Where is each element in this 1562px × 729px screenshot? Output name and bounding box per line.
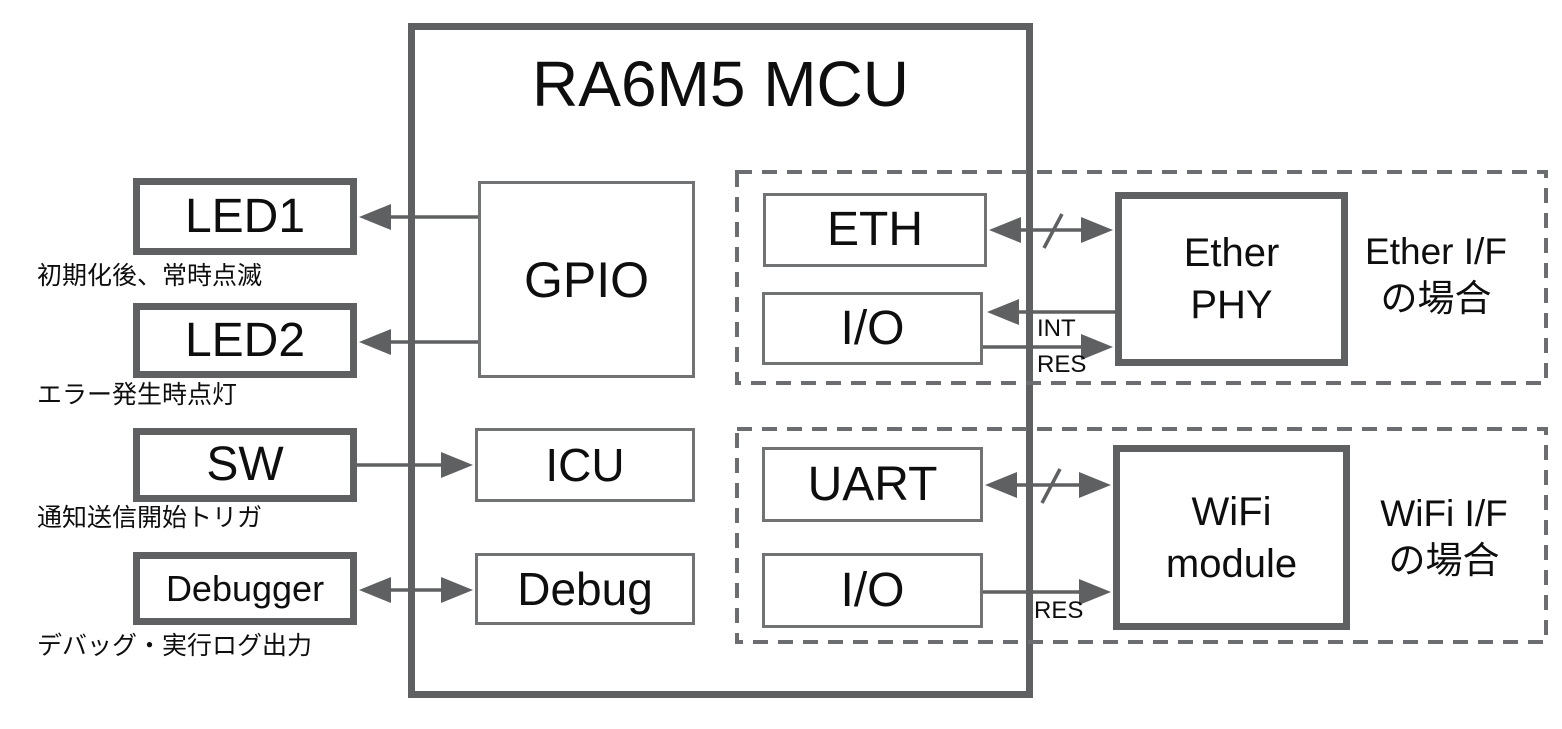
led1-label: LED1 xyxy=(184,189,306,243)
ether-io-label: I/O xyxy=(840,301,905,355)
uart-label: UART xyxy=(807,457,938,511)
sw-caption: 通知送信開始トリガ xyxy=(37,504,263,532)
ether-res-signal-label: RES xyxy=(1037,351,1087,378)
icu-label: ICU xyxy=(545,439,625,491)
arrowhead-left-led2-icon xyxy=(359,329,391,355)
arrowhead-right-wifi-icon xyxy=(1079,472,1111,498)
ether-if-caption: Ether I/F の場合 xyxy=(1336,228,1536,323)
wifi-io-box: I/O xyxy=(762,553,983,628)
arrowhead-right-phy-icon xyxy=(1081,217,1113,243)
eth-label: ETH xyxy=(827,203,923,256)
gpio-box: GPIO xyxy=(478,181,695,378)
wifi-module-label-line1: WiFi xyxy=(1191,489,1272,534)
ether-if-caption-line1: Ether I/F xyxy=(1365,231,1507,272)
gpio-label: GPIO xyxy=(523,251,650,308)
wifi-module-label-line2: module xyxy=(1165,541,1298,586)
icu-box: ICU xyxy=(475,428,695,502)
debug-box: Debug xyxy=(475,553,695,625)
ether-phy-label-line2: PHY xyxy=(1190,283,1273,327)
eth-bus-slash-icon xyxy=(1042,213,1064,249)
ether-io-box: I/O xyxy=(762,292,983,365)
led2-caption: エラー発生時点灯 xyxy=(37,381,238,409)
arrowhead-left-debugger-icon xyxy=(359,577,391,603)
debugger-box: Debugger xyxy=(133,552,357,625)
uart-box: UART xyxy=(762,447,983,522)
wifi-if-caption-line2: の場合 xyxy=(1388,540,1500,582)
led1-box: LED1 xyxy=(133,178,357,255)
wifi-res-signal-label: RES xyxy=(1034,597,1084,624)
debugger-label: Debugger xyxy=(165,567,325,609)
led1-caption: 初期化後、常時点滅 xyxy=(37,262,263,290)
ether-phy-label-line1: Ether xyxy=(1183,231,1280,275)
ether-if-caption-line2: の場合 xyxy=(1380,278,1492,320)
wifi-io-label: I/O xyxy=(840,563,905,617)
ether-phy-box: Ether PHY xyxy=(1115,192,1348,366)
debug-label: Debug xyxy=(517,563,653,615)
debugger-caption: デバッグ・実行ログ出力 xyxy=(37,632,313,660)
wifi-if-caption-line1: WiFi I/F xyxy=(1380,493,1508,534)
sw-label: SW xyxy=(206,438,284,491)
sw-box: SW xyxy=(133,428,357,502)
arrowhead-left-led1-icon xyxy=(359,204,391,230)
wifi-module-box: WiFi module xyxy=(1113,445,1350,630)
eth-box: ETH xyxy=(763,193,987,267)
uart-bus-slash-icon xyxy=(1040,468,1062,504)
led2-label: LED2 xyxy=(184,313,306,367)
led2-box: LED2 xyxy=(133,303,357,378)
wifi-if-caption: WiFi I/F の場合 xyxy=(1344,490,1544,585)
arrowhead-right-wifi-res-icon xyxy=(1079,579,1111,605)
ether-int-signal-label: INT xyxy=(1037,315,1076,342)
mcu-title: RA6M5 MCU xyxy=(532,48,909,120)
